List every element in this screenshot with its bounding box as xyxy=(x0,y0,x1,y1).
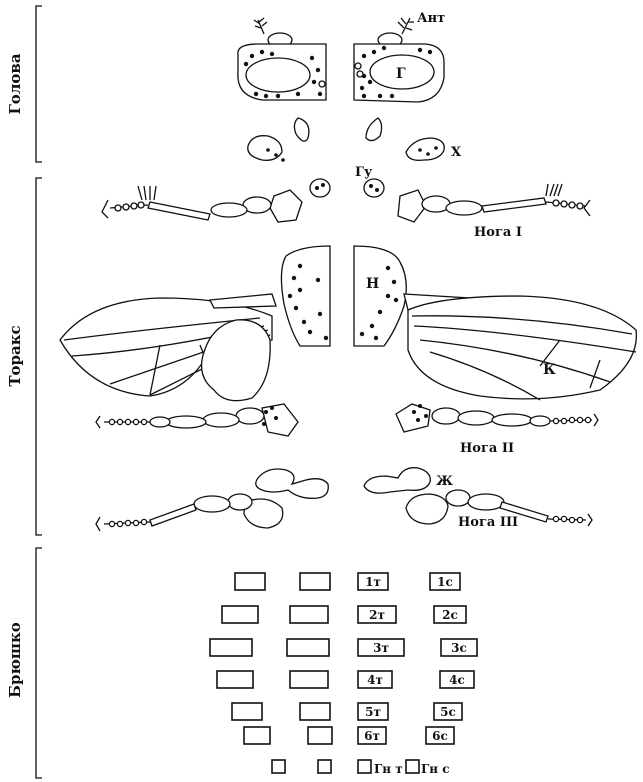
bracket-head: Голова xyxy=(6,6,42,162)
segment-label-1t: 1т xyxy=(365,575,381,589)
segment-label-genital-c: Гн с xyxy=(421,762,450,776)
proboscis-disc-left xyxy=(248,136,285,162)
segment-label-genital-t: Гн т xyxy=(374,762,403,776)
segment-label-3c: 3с xyxy=(451,641,467,655)
label-leg-2: Нога II xyxy=(460,441,514,456)
leg-2-disc-left xyxy=(96,404,298,436)
label-leg-3: Нога III xyxy=(458,515,518,530)
histoblast-box xyxy=(244,727,270,744)
segment-label-4t: 4т xyxy=(367,673,383,687)
haltere-disc-left xyxy=(256,469,329,498)
leg-1-disc-left xyxy=(102,186,302,222)
label-eye: Г xyxy=(396,66,406,82)
humeral-disc-right xyxy=(364,179,384,197)
label-proboscis: Х xyxy=(451,145,462,160)
histoblast-box xyxy=(318,760,331,773)
histoblast-box xyxy=(210,639,252,656)
haltere-disc-right xyxy=(364,468,430,493)
histoblast-box-genital-c xyxy=(406,760,419,773)
segment-label-4c: 4с xyxy=(449,673,465,687)
bracket-thorax: Торакс xyxy=(6,178,42,535)
leg-3-disc-left xyxy=(96,494,283,531)
label-leg-1: Нога I xyxy=(474,225,522,240)
section-label-head: Голова xyxy=(6,53,24,114)
histoblast-box xyxy=(308,727,332,744)
segment-label-2c: 2с xyxy=(442,608,458,622)
histoblast-box xyxy=(300,573,330,590)
eye-antenna-disc-left xyxy=(238,18,326,100)
segment-label-1c: 1с xyxy=(437,575,453,589)
histoblast-box xyxy=(287,639,329,656)
abdomen-segments: 1т 1с 2т 2с 3т 3с 4т 4с 5т 5с 6т xyxy=(210,573,477,776)
histoblast-box xyxy=(272,760,285,773)
labial-disc-left xyxy=(294,118,308,141)
label-antenna: Ант xyxy=(417,11,445,26)
histoblast-box xyxy=(217,671,253,688)
histoblast-box-genital-t xyxy=(358,760,371,773)
segment-label-6c: 6с xyxy=(432,729,448,743)
label-notum: Н xyxy=(366,276,379,292)
wing-disc-left xyxy=(60,246,330,401)
histoblast-box xyxy=(222,606,258,623)
histoblast-box xyxy=(235,573,265,590)
proboscis-disc-right xyxy=(406,138,444,160)
bracket-abdomen: Брюшко xyxy=(6,548,42,778)
wing-disc-right xyxy=(354,246,636,400)
histoblast-box xyxy=(232,703,262,720)
segment-label-6t: 6т xyxy=(364,729,380,743)
histoblast-box xyxy=(290,671,328,688)
histoblast-box xyxy=(290,606,328,623)
label-humeral: Гу xyxy=(355,165,373,180)
section-label-abdomen: Брюшко xyxy=(6,622,24,698)
humeral-disc-left xyxy=(310,179,330,197)
eye-antenna-disc-right xyxy=(354,18,444,102)
histoblast-box xyxy=(300,703,330,720)
leg-1-disc-right xyxy=(398,184,590,222)
label-wing: К xyxy=(543,362,556,378)
segment-label-3t: 3т xyxy=(373,641,389,655)
leg-2-disc-right xyxy=(396,404,598,432)
labial-disc-right xyxy=(366,118,382,141)
section-label-thorax: Торакс xyxy=(6,325,24,386)
segment-label-5t: 5т xyxy=(365,705,381,719)
segment-label-5c: 5с xyxy=(440,705,456,719)
segment-label-2t: 2т xyxy=(369,608,385,622)
label-haltere: Ж xyxy=(436,474,453,489)
